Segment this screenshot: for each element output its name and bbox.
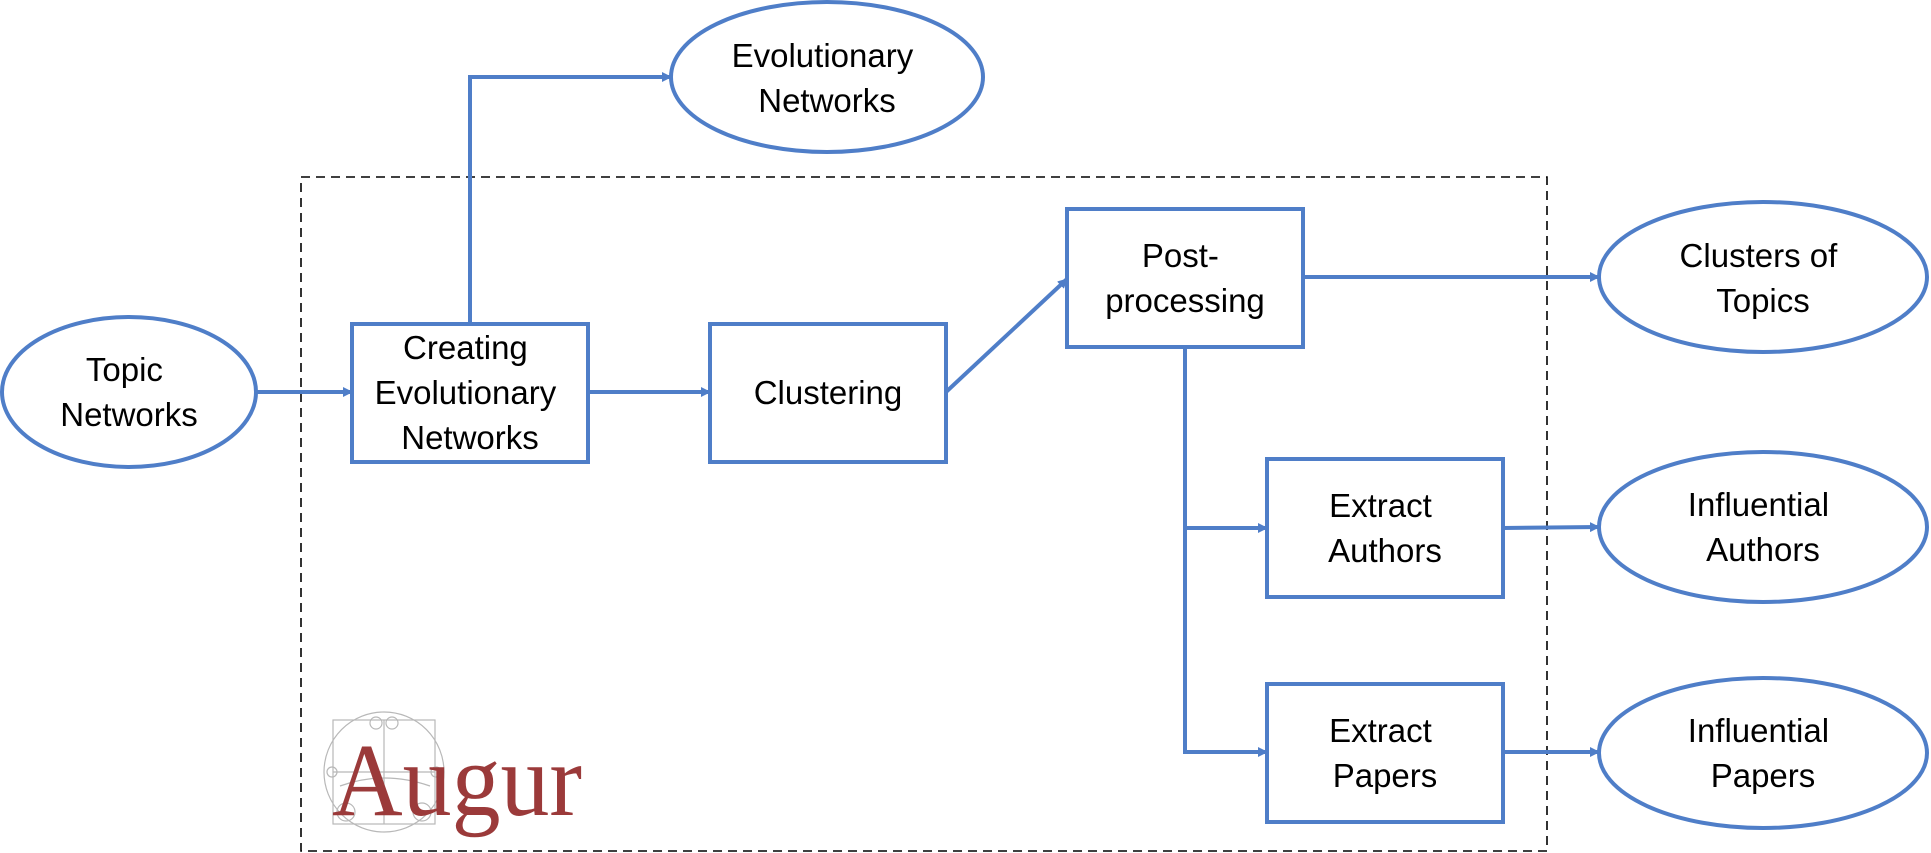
topic-networks-label: Topic Networks: [60, 351, 198, 433]
edge-post-processing-to-extract-authors: [1183, 347, 1268, 533]
clustering-box: [708, 322, 948, 464]
extract-papers-label: Extract Papers: [1329, 712, 1441, 794]
logo-sketch-icon: [323, 711, 445, 833]
influential-authors-label: Influential Authors: [1688, 486, 1838, 568]
node-clustering: Clustering: [708, 322, 948, 464]
extract-authors-box: [1265, 457, 1505, 599]
influential-authors-ellipse: [1597, 450, 1929, 604]
clusters-of-topics-label: Clusters of Topics: [1680, 237, 1847, 319]
evolutionary-networks-ellipse: [669, 0, 985, 154]
node-topic-networks: Topic Networks: [0, 315, 258, 469]
node-influential-papers: Influential Papers: [1597, 676, 1929, 830]
node-extract-papers: Extract Papers: [1265, 682, 1505, 824]
edge-post-processing-to-extract-papers: [1183, 528, 1268, 757]
node-extract-authors: Extract Authors: [1265, 457, 1505, 599]
logo-text: Augur: [332, 723, 582, 838]
extract-papers-box: [1265, 682, 1505, 824]
edge-extract-authors-to-influential-authors: [1502, 522, 1600, 533]
edge-creating-evolutionary-networks-to-evolutionary-networks: [468, 72, 672, 324]
post-processing-label: Post- processing: [1105, 237, 1265, 319]
node-creating-evolutionary-networks: Creating Evolutionary Networks: [350, 322, 590, 464]
topic-networks-ellipse: [0, 315, 258, 469]
clusters-of-topics-ellipse: [1597, 200, 1929, 354]
node-clusters-of-topics: Clusters of Topics: [1597, 200, 1929, 354]
creating-evolutionary-networks-box: [350, 322, 590, 464]
edge-clustering-to-post-processing: [944, 277, 1069, 394]
creating-evolutionary-networks-label: Creating Evolutionary Networks: [375, 329, 566, 456]
augur-logo: Augur: [323, 711, 582, 838]
node-influential-authors: Influential Authors: [1597, 450, 1929, 604]
node-post-processing: Post- processing: [1065, 207, 1305, 349]
influential-papers-label: Influential Papers: [1688, 712, 1838, 794]
evolutionary-networks-label: Evolutionary Networks: [732, 37, 923, 119]
influential-papers-ellipse: [1597, 676, 1929, 830]
clustering-label: Clustering: [754, 374, 903, 411]
node-evolutionary-networks: Evolutionary Networks: [669, 0, 985, 154]
post-processing-box: [1065, 207, 1305, 349]
edges: [256, 72, 1600, 757]
system-boundary: [300, 176, 1548, 852]
extract-authors-label: Extract Authors: [1328, 487, 1442, 569]
